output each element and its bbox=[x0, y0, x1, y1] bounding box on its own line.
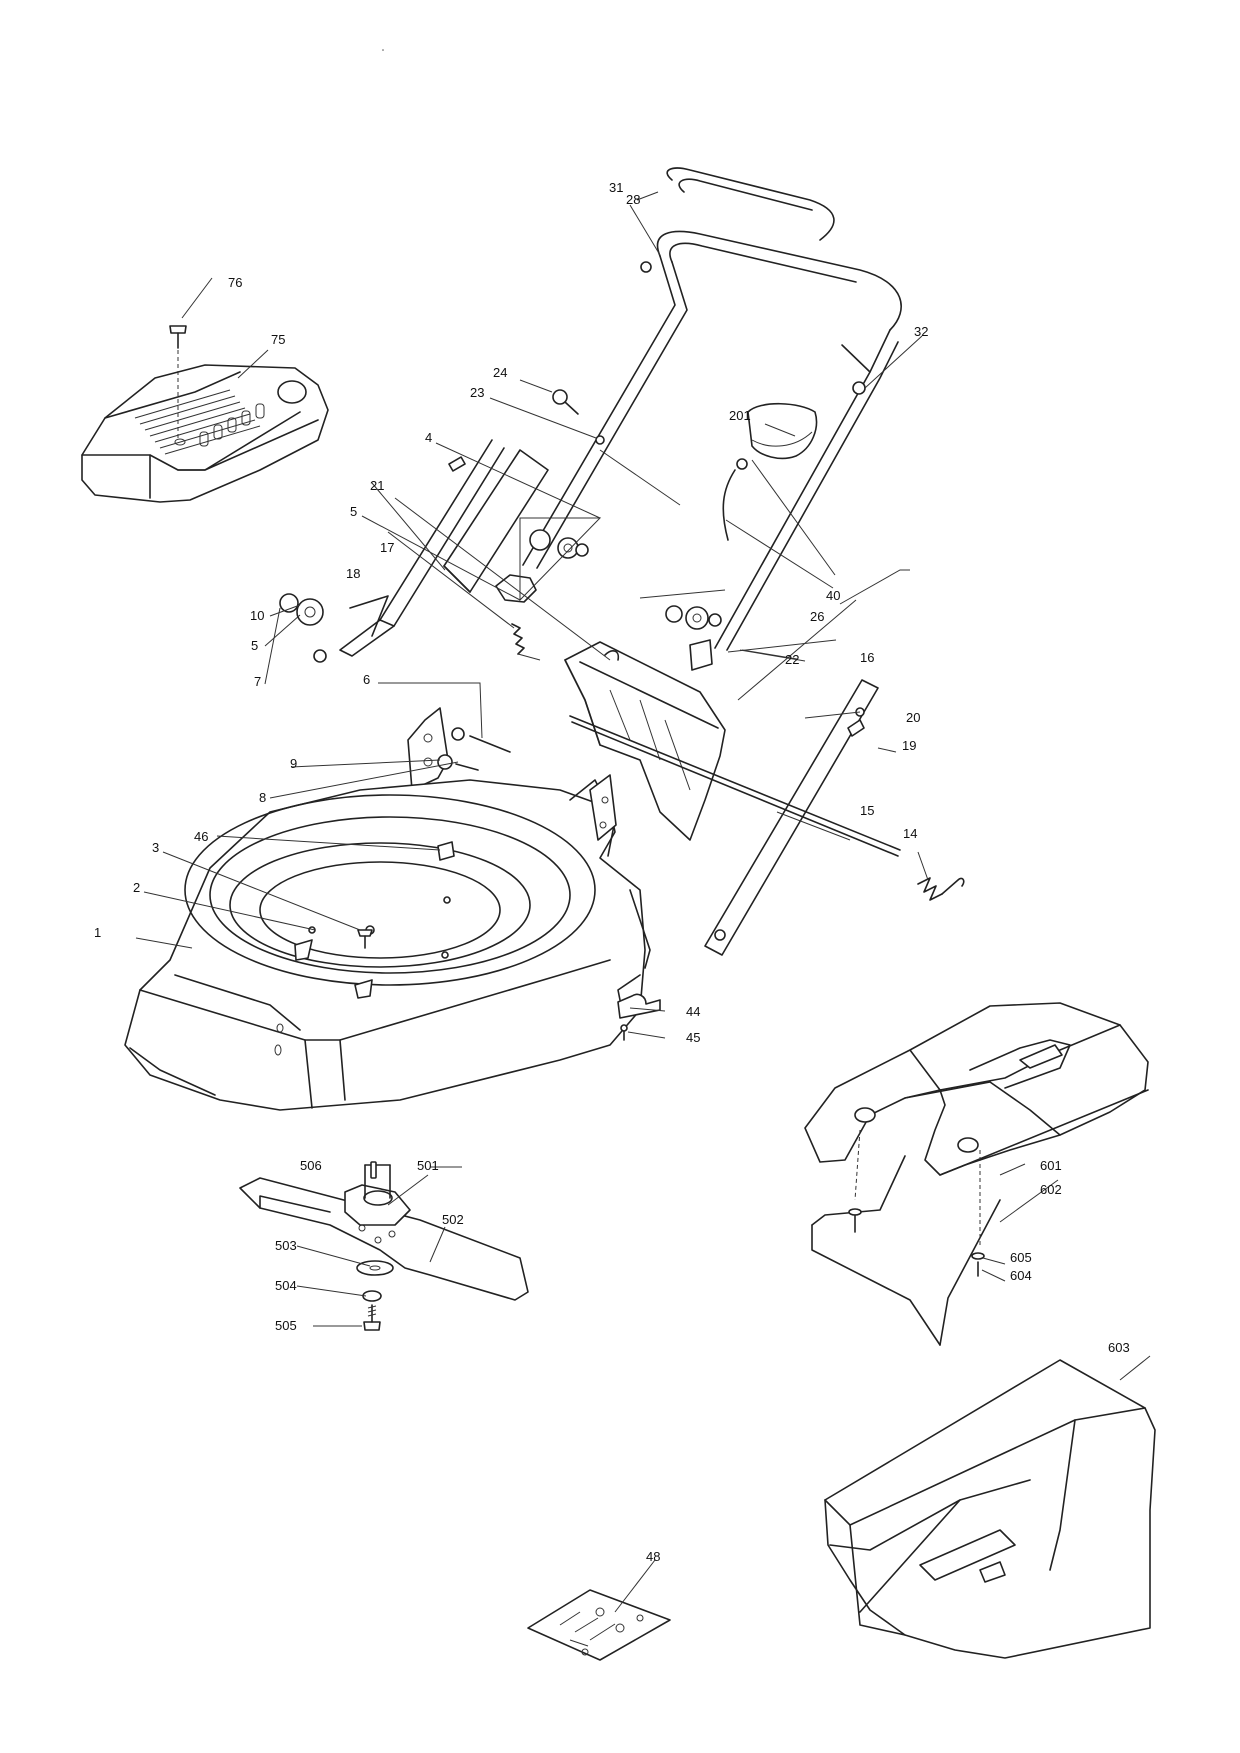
callout-502: 502 bbox=[442, 1212, 464, 1227]
callout-23: 23 bbox=[470, 385, 484, 400]
blade-bolt-part bbox=[363, 1304, 381, 1331]
cable-clamp-part bbox=[617, 993, 661, 1041]
callout-20: 20 bbox=[906, 710, 920, 725]
callout-76: 76 bbox=[228, 275, 242, 290]
callout-1: 1 bbox=[94, 925, 101, 940]
blade-key-part bbox=[370, 1161, 377, 1179]
callout-17: 17 bbox=[380, 540, 394, 555]
callout-506: 506 bbox=[300, 1158, 322, 1173]
lower-handle-tube-part bbox=[339, 439, 549, 657]
callout-21: 21 bbox=[370, 478, 384, 493]
callout-46: 46 bbox=[194, 829, 208, 844]
right-handle-fixing-part bbox=[665, 605, 722, 671]
callout-201: 201 bbox=[729, 408, 751, 423]
blade-adaptor-part bbox=[344, 1164, 411, 1226]
callout-6: 6 bbox=[363, 672, 370, 687]
stray-dot bbox=[382, 49, 384, 51]
eyebolt-part bbox=[552, 389, 605, 445]
grass-box-frame-part bbox=[811, 1129, 1001, 1346]
fixings-bag-part bbox=[527, 1589, 671, 1661]
callout-19: 19 bbox=[902, 738, 916, 753]
callout-18: 18 bbox=[346, 566, 360, 581]
callout-505: 505 bbox=[275, 1318, 297, 1333]
handle-mount-nuts-part bbox=[448, 456, 602, 603]
grass-box-lid-part bbox=[804, 1002, 1149, 1176]
callout-24: 24 bbox=[493, 365, 507, 380]
deck-clip-part bbox=[437, 841, 455, 861]
deck-screw-part bbox=[357, 929, 373, 949]
left-bracket-part bbox=[407, 707, 511, 791]
callout-501: 501 bbox=[417, 1158, 439, 1173]
callout-16: 16 bbox=[860, 650, 874, 665]
callout-602: 602 bbox=[1040, 1182, 1062, 1197]
callout-603: 603 bbox=[1108, 1340, 1130, 1355]
callout-2: 2 bbox=[133, 880, 140, 895]
callout-8: 8 bbox=[259, 790, 266, 805]
rear-flap-spring-part bbox=[511, 623, 620, 661]
callout-14: 14 bbox=[903, 826, 917, 841]
engine-cover-part bbox=[81, 364, 329, 503]
callout-26: 26 bbox=[810, 609, 824, 624]
cable-part bbox=[722, 458, 748, 541]
rear-wheel-spring-part bbox=[917, 877, 965, 901]
callout-44: 44 bbox=[686, 1004, 700, 1019]
callout-604: 604 bbox=[1010, 1268, 1032, 1283]
callout-40: 40 bbox=[826, 588, 840, 603]
callout-5-lower: 5 bbox=[251, 638, 258, 653]
callout-601: 601 bbox=[1040, 1158, 1062, 1173]
callout-22: 22 bbox=[785, 652, 799, 667]
upper-handle-tube-part bbox=[522, 255, 899, 651]
callout-4: 4 bbox=[425, 430, 432, 445]
callout-504: 504 bbox=[275, 1278, 297, 1293]
rear-flap-part bbox=[564, 641, 726, 841]
callout-3: 3 bbox=[152, 840, 159, 855]
callout-31: 31 bbox=[609, 180, 623, 195]
callout-75: 75 bbox=[271, 332, 285, 347]
callout-503: 503 bbox=[275, 1238, 297, 1253]
callout-10: 10 bbox=[250, 608, 264, 623]
callout-15: 15 bbox=[860, 803, 874, 818]
rear-axle-part bbox=[569, 715, 901, 857]
callout-48: 48 bbox=[646, 1549, 660, 1564]
leader-lines bbox=[135, 191, 1151, 1613]
mower-deck-part bbox=[124, 774, 651, 1111]
callout-7: 7 bbox=[254, 674, 261, 689]
callout-5-upper: 5 bbox=[350, 504, 357, 519]
cover-screw-part bbox=[169, 325, 187, 440]
callout-28: 28 bbox=[626, 192, 640, 207]
callout-605: 605 bbox=[1010, 1250, 1032, 1265]
part-callouts: 1 2 3 4 5 5 6 7 8 9 10 14 15 16 17 18 19… bbox=[94, 180, 1130, 1564]
grass-box-part bbox=[824, 1359, 1156, 1659]
callout-45: 45 bbox=[686, 1030, 700, 1045]
left-handle-fixing-part bbox=[279, 593, 327, 663]
callout-32: 32 bbox=[914, 324, 928, 339]
top-handle-bar-part bbox=[656, 167, 902, 331]
callout-9: 9 bbox=[290, 756, 297, 771]
